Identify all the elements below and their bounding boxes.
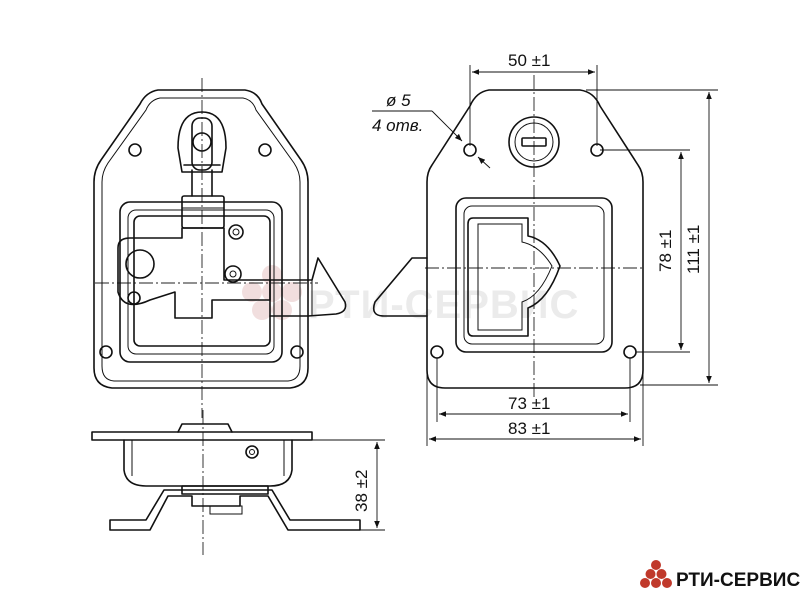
- logo-mark-icon: [640, 560, 672, 588]
- dimension-111-label: 111 ±1: [684, 225, 703, 274]
- left-mount-hole: [99, 345, 113, 359]
- left-plate-outline: [93, 89, 309, 389]
- dimension-78: 78 ±1: [600, 149, 690, 353]
- left-mount-hole: [258, 143, 272, 157]
- company-logo: РТИ-СЕРВИС: [640, 560, 800, 591]
- hole-count-label: 4 отв.: [372, 116, 423, 135]
- dimension-73: 73 ±1: [436, 358, 631, 422]
- left-mount-hole: [290, 345, 304, 359]
- logo-text: РТИ-СЕРВИС: [676, 570, 800, 591]
- dimension-50-label: 50 ±1: [508, 51, 550, 70]
- watermark-logo-mark: [242, 265, 302, 320]
- dimension-38: 38 ±2: [312, 439, 385, 531]
- dimension-50: 50 ±1: [469, 51, 598, 146]
- left-view: [93, 78, 347, 418]
- dimension-83: 83 ±1: [426, 374, 644, 446]
- right-mount-hole: [623, 345, 637, 359]
- left-mount-hole: [128, 143, 142, 157]
- dimension-38-label: 38 ±2: [352, 470, 371, 512]
- dimension-73-label: 73 ±1: [508, 394, 550, 413]
- hole-diameter-label: ø 5: [386, 91, 411, 110]
- watermark: РТИ-СЕРВИС: [242, 265, 578, 327]
- dimension-111: 111 ±1: [586, 89, 718, 386]
- side-view: [91, 410, 361, 555]
- right-mount-hole: [430, 345, 444, 359]
- dimension-78-label: 78 ±1: [656, 230, 675, 272]
- right-plate-outline: [426, 89, 644, 389]
- dimension-83-label: 83 ±1: [508, 419, 550, 438]
- right-view: [372, 75, 645, 400]
- dimension-hole-diameter: ø 5 4 отв.: [372, 91, 491, 169]
- lock-cylinder: [508, 116, 560, 168]
